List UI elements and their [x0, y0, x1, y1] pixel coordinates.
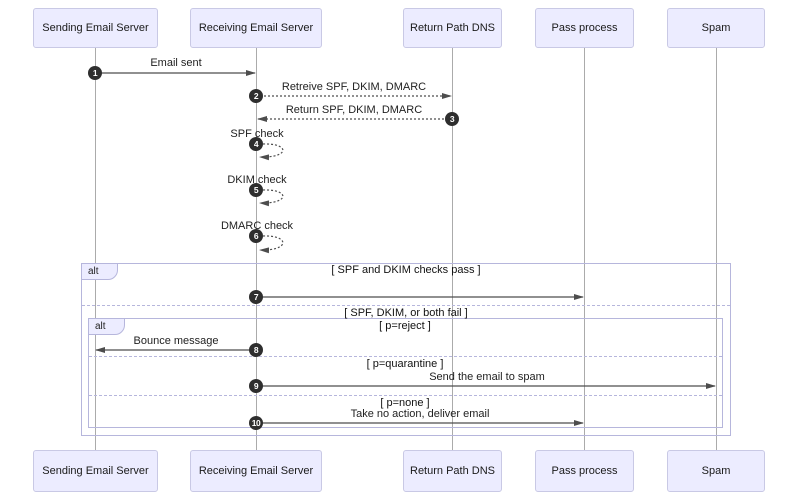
actor-bottom-receiving-email-server: Receiving Email Server: [190, 450, 322, 492]
alt-frame-inner: [88, 318, 723, 428]
sequence-number-badge-1: 1: [88, 66, 102, 80]
alt-inner-condition-reject: [ p=reject ]: [379, 320, 431, 332]
alt-outer-tag: alt: [81, 263, 118, 280]
arrow-checks-pass: [259, 235, 284, 254]
lifeline-sending-email-server: [95, 48, 96, 451]
alt-inner-divider-quarantine: [89, 356, 722, 357]
sequence-number-badge-10: 10: [249, 416, 263, 430]
alt-inner-divider-none: [89, 395, 722, 396]
actor-top-spam: Spam: [667, 8, 765, 48]
actor-bottom-return-path-dns: Return Path DNS: [403, 450, 502, 492]
actor-bottom-spam: Spam: [667, 450, 765, 492]
sequence-number-badge-2: 2: [249, 89, 263, 103]
actor-top-return-path-dns: Return Path DNS: [403, 8, 502, 48]
sequence-number-badge-5: 5: [249, 183, 263, 197]
alt-inner-condition-none: [ p=none ]: [380, 397, 430, 409]
message-label-retreive: Retreive SPF, DKIM, DMARC: [281, 81, 427, 93]
arrow-dkim-check-selfloop: [259, 189, 284, 207]
sequence-number-badge-4: 4: [249, 137, 263, 151]
alt-inner-condition-quarantine: [ p=quarantine ]: [366, 358, 444, 370]
message-label-send-to-spam: Send the email to spam: [429, 371, 545, 383]
message-label-dkim-check: DKIM check: [227, 174, 287, 186]
actor-top-receiving-email-server: Receiving Email Server: [190, 8, 322, 48]
message-label-dmarc-check: DMARC check: [220, 220, 294, 232]
actor-top-sending-email-server: Sending Email Server: [33, 8, 158, 48]
sequence-number-badge-3: 3: [445, 112, 459, 126]
sequence-number-badge-8: 8: [249, 343, 263, 357]
actor-bottom-sending-email-server: Sending Email Server: [33, 450, 158, 492]
alt-outer-divider: [82, 305, 730, 306]
message-label-spf-check: SPF check: [230, 128, 284, 140]
lifeline-return-path-dns: [452, 48, 453, 451]
message-label-bounce-message: Bounce message: [133, 335, 219, 347]
message-label-deliver-email: Take no action, deliver email: [350, 408, 490, 420]
sequence-number-badge-6: 6: [249, 229, 263, 243]
alt-outer-condition-pass: [ SPF and DKIM checks pass ]: [331, 264, 481, 276]
lifeline-receiving-email-server: [256, 48, 257, 451]
alt-outer-condition-fail: [ SPF, DKIM, or both fail ]: [344, 307, 468, 319]
sequence-number-badge-9: 9: [249, 379, 263, 393]
arrow-spf-check-selfloop: [259, 143, 284, 161]
actor-top-pass-process: Pass process: [535, 8, 634, 48]
lifeline-spam: [716, 48, 717, 451]
message-label-return: Return SPF, DKIM, DMARC: [285, 104, 423, 116]
actor-bottom-pass-process: Pass process: [535, 450, 634, 492]
message-label-email-sent: Email sent: [150, 57, 202, 69]
alt-inner-tag: alt: [88, 318, 125, 335]
sequence-number-badge-7: 7: [249, 290, 263, 304]
lifeline-pass-process: [584, 48, 585, 451]
alt-frame-outer: [81, 263, 731, 436]
